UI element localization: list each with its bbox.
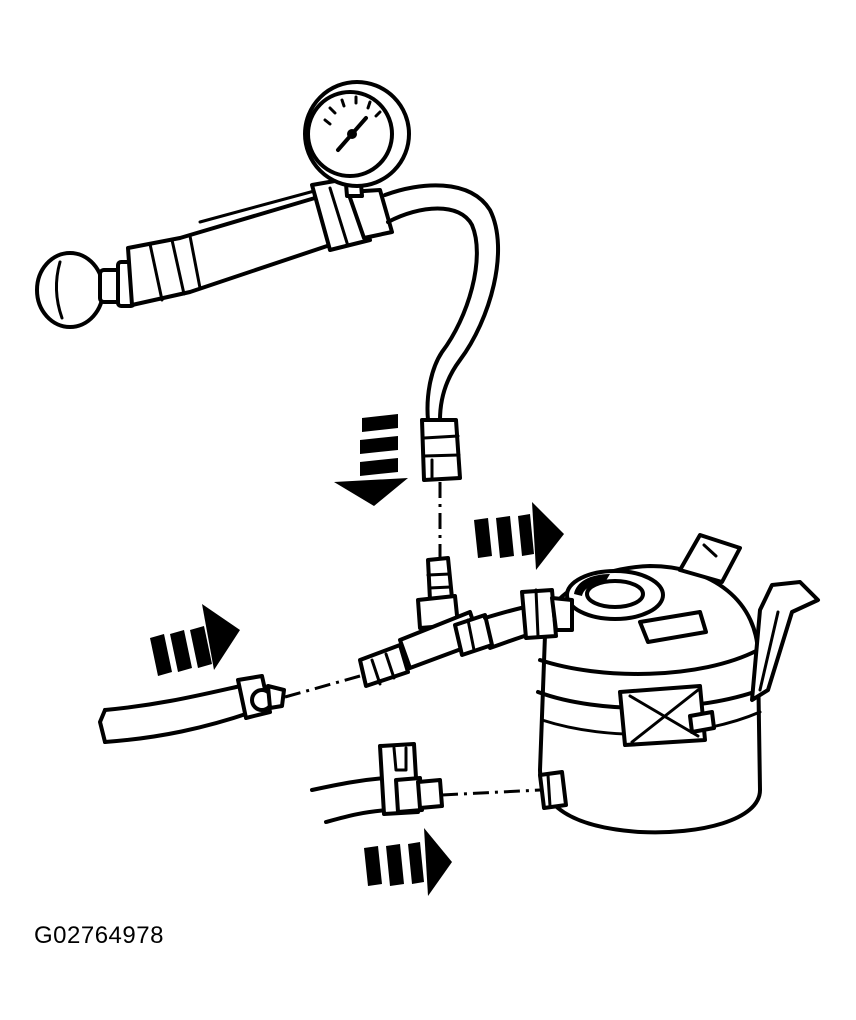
arrow-down-icon bbox=[334, 414, 408, 506]
pressure-gauge bbox=[303, 80, 411, 198]
hose-coupler bbox=[420, 418, 462, 482]
arrow-right-icon bbox=[474, 502, 564, 570]
arrow-up-right-icon bbox=[150, 604, 240, 676]
test-adapter bbox=[358, 556, 494, 688]
alignment-line-lower bbox=[441, 788, 541, 797]
arrow-right-bottom-icon bbox=[364, 828, 452, 896]
reservoir-inlet-fitting bbox=[520, 588, 574, 640]
pressure-tester bbox=[35, 80, 411, 329]
quick-connector bbox=[378, 742, 444, 816]
pump-cylinder bbox=[126, 188, 347, 307]
pump-handle bbox=[35, 251, 136, 329]
alignment-line-left bbox=[284, 674, 361, 699]
tester-hose bbox=[383, 183, 500, 482]
hose-clamp bbox=[236, 674, 286, 720]
coolant-reservoir bbox=[520, 533, 820, 835]
reservoir-outlet-fitting bbox=[538, 770, 568, 810]
coolant-hose-left bbox=[98, 674, 286, 744]
return-hose bbox=[310, 742, 444, 824]
figure-code: G02764978 bbox=[34, 922, 164, 949]
